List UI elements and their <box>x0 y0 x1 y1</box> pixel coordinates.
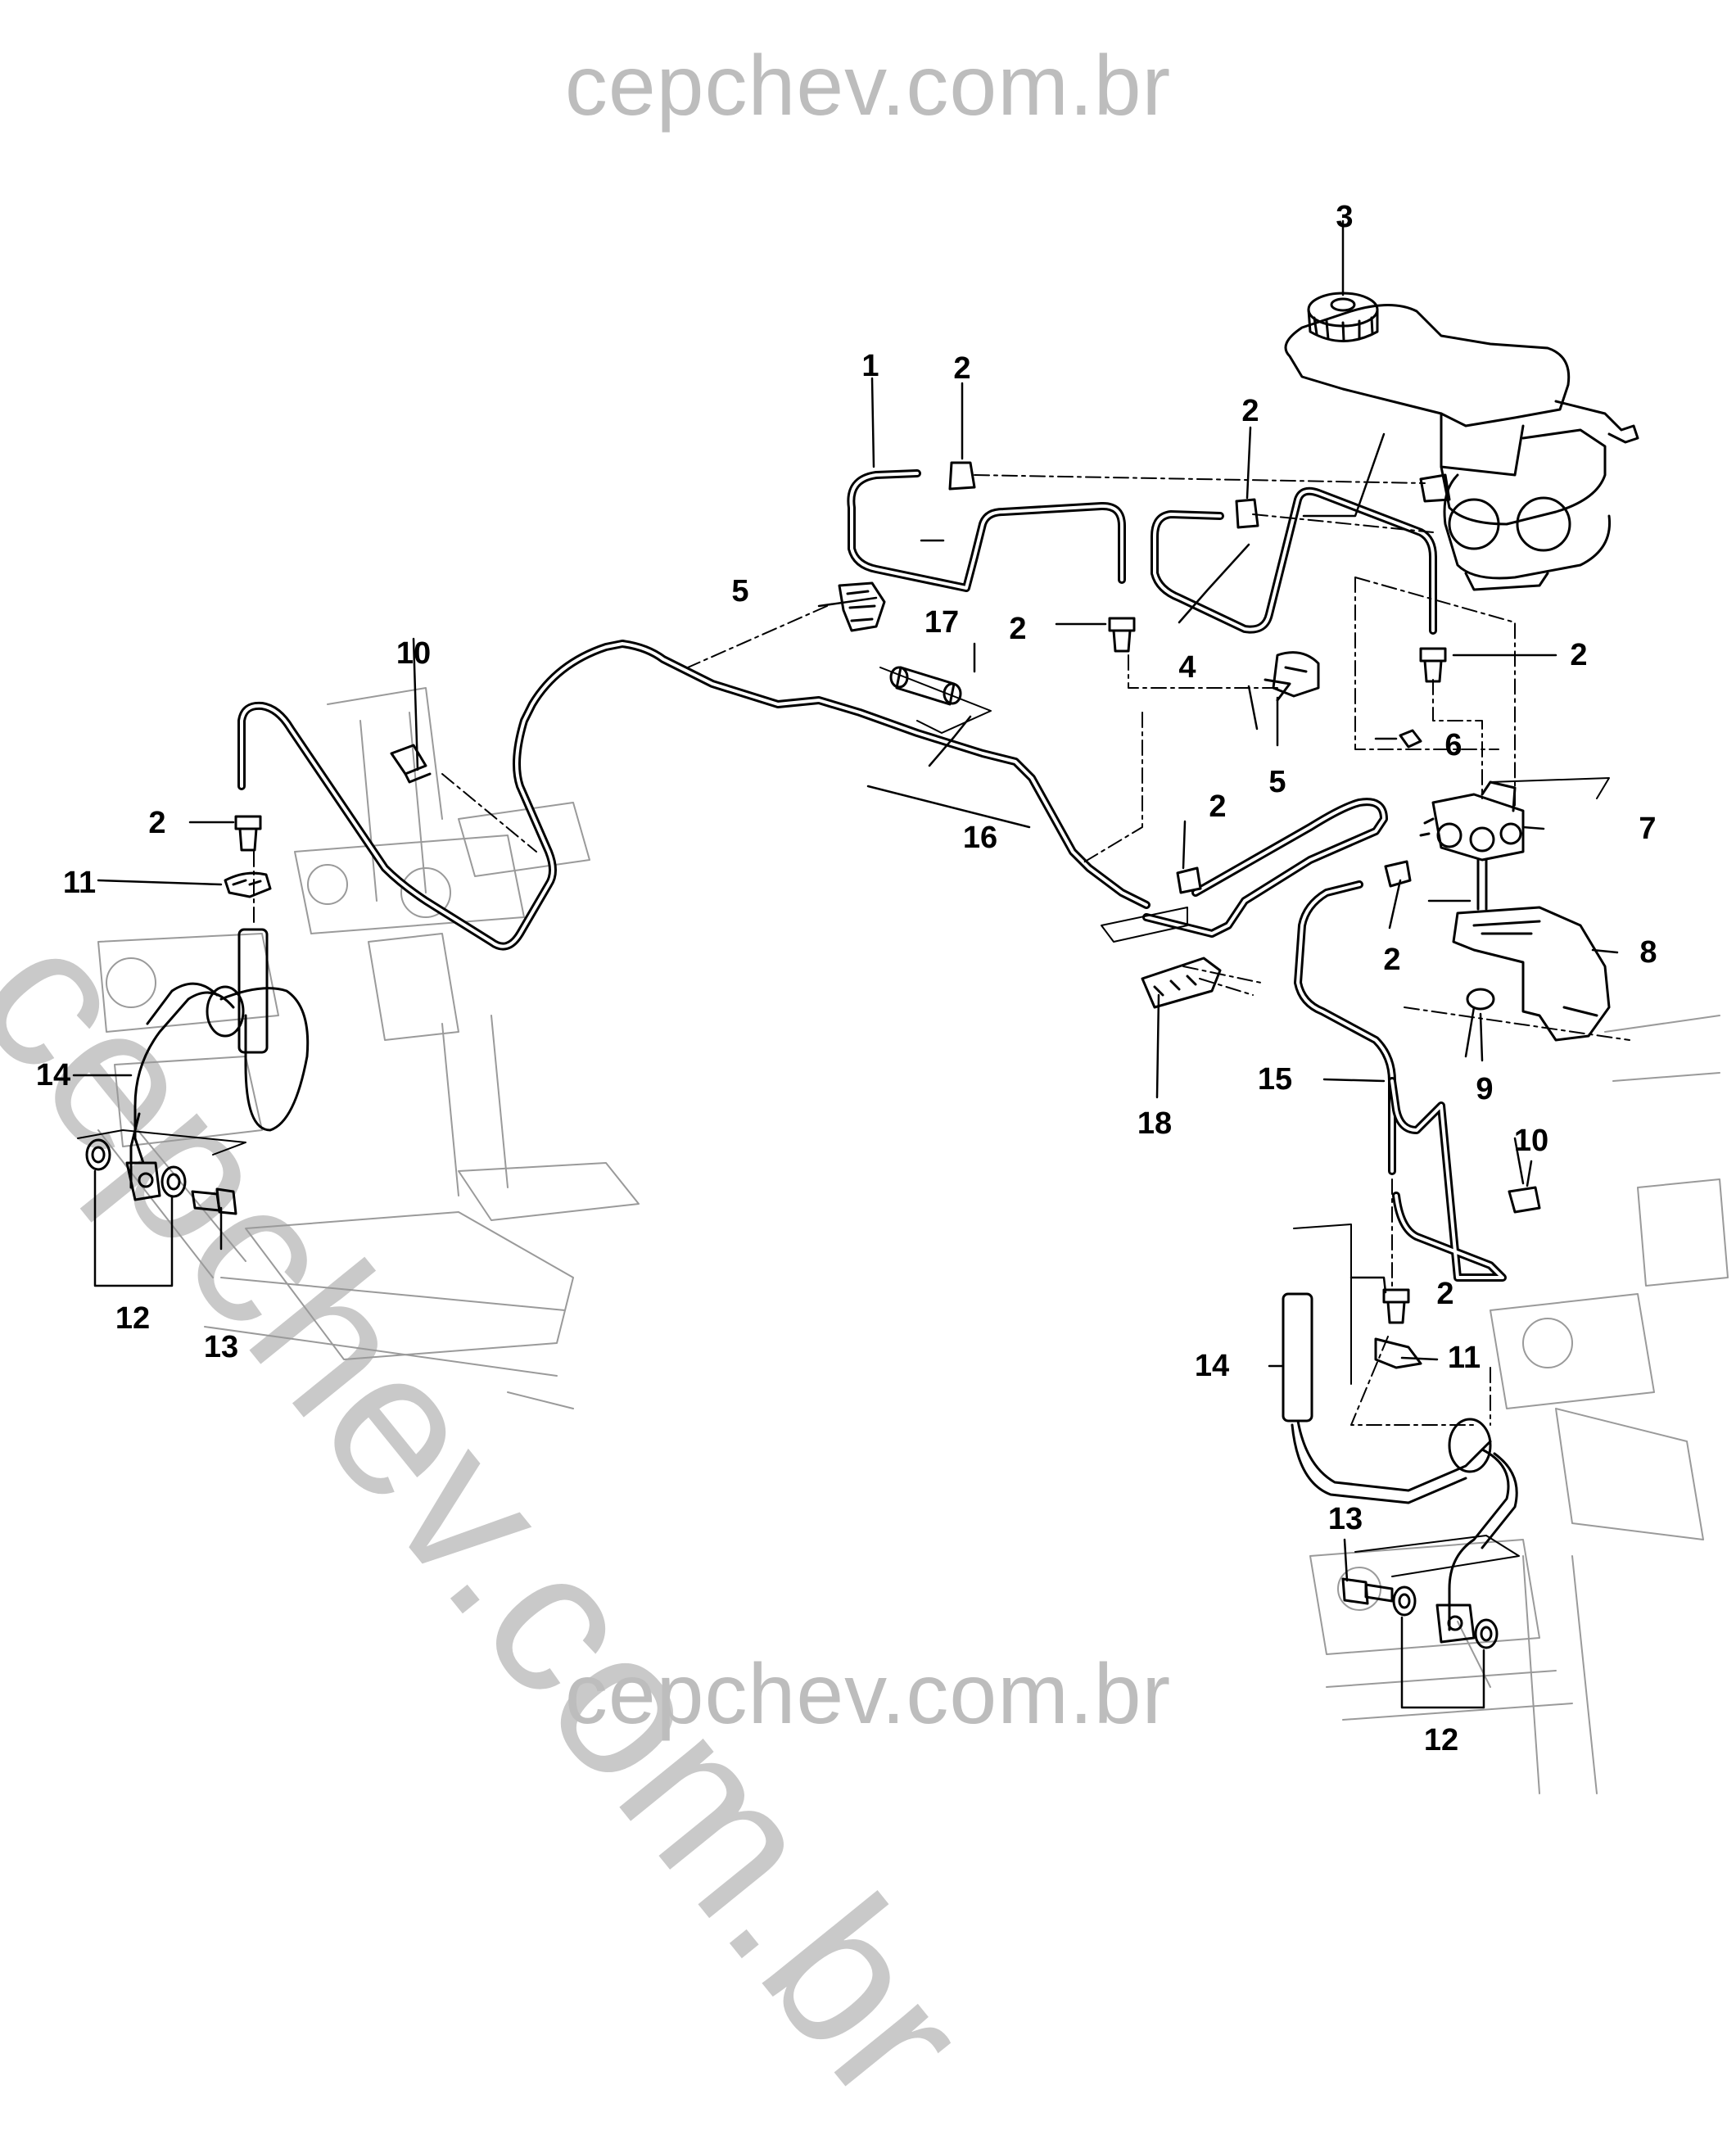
watermark-top: cepchev.com.br <box>564 38 1172 133</box>
callout-5: 5 <box>1268 765 1286 799</box>
clip-18 <box>1141 957 1222 1009</box>
brake-line-15 <box>1294 880 1396 1175</box>
callout-5: 5 <box>731 574 749 608</box>
callout-2: 2 <box>148 806 166 840</box>
reference-lines <box>253 474 1630 1426</box>
callout-14: 14 <box>1194 1349 1230 1383</box>
brake-hose-left <box>125 928 310 1201</box>
clips-11 <box>224 871 1422 1369</box>
leader-lines <box>72 219 1619 1582</box>
callout-2: 2 <box>1570 638 1588 672</box>
master-cylinder-reservoir <box>1284 292 1639 591</box>
callout-11: 11 <box>1447 1341 1481 1375</box>
callout-2: 2 <box>1436 1277 1454 1311</box>
background-suspension-left <box>97 687 640 1409</box>
callout-18: 18 <box>1137 1106 1173 1141</box>
callout-10: 10 <box>1513 1124 1549 1158</box>
brake-lines-exploded-diagram: cepchev.com.br cepchev.com.br cepchev.co… <box>0 38 1729 2142</box>
callout-2: 2 <box>953 351 971 386</box>
washers-and-bolts <box>85 1138 1499 1649</box>
clips-5 <box>838 581 1320 702</box>
callout-3: 3 <box>1336 200 1354 234</box>
small-clips <box>390 729 1541 1214</box>
callout-11: 11 <box>62 866 97 900</box>
callout-6: 6 <box>1444 728 1462 762</box>
watermark-bottom: cepchev.com.br <box>564 1647 1172 1742</box>
callout-13: 13 <box>1327 1502 1363 1536</box>
callout-14: 14 <box>35 1058 71 1092</box>
callout-2: 2 <box>1383 943 1401 977</box>
callout-10: 10 <box>396 636 432 671</box>
callout-1: 1 <box>861 349 879 383</box>
bracket-8 <box>1452 906 1611 1042</box>
junction-block <box>1419 780 1525 911</box>
callout-16: 16 <box>962 821 998 855</box>
callout-2: 2 <box>1209 789 1227 824</box>
cut-planes <box>77 667 1610 1577</box>
callout-12: 12 <box>115 1301 151 1336</box>
callout-15: 15 <box>1257 1062 1293 1097</box>
callout-9: 9 <box>1476 1072 1494 1106</box>
fittings <box>234 461 1447 1324</box>
callout-7: 7 <box>1639 812 1657 846</box>
callout-13: 13 <box>203 1330 239 1364</box>
callout-4: 4 <box>1178 650 1196 685</box>
callout-8: 8 <box>1639 935 1657 970</box>
background-suspension-right <box>1309 1015 1729 1794</box>
bracket-12 <box>93 1169 1485 1709</box>
callout-2: 2 <box>1241 394 1259 428</box>
callout-17: 17 <box>924 605 960 640</box>
line-art <box>72 219 1729 1794</box>
callout-12: 12 <box>1423 1723 1459 1757</box>
brake-line-hairpin <box>1142 798 1388 938</box>
nut-9 <box>1466 988 1495 1011</box>
brake-hose-right <box>1282 1292 1518 1644</box>
callout-2: 2 <box>1009 612 1027 646</box>
